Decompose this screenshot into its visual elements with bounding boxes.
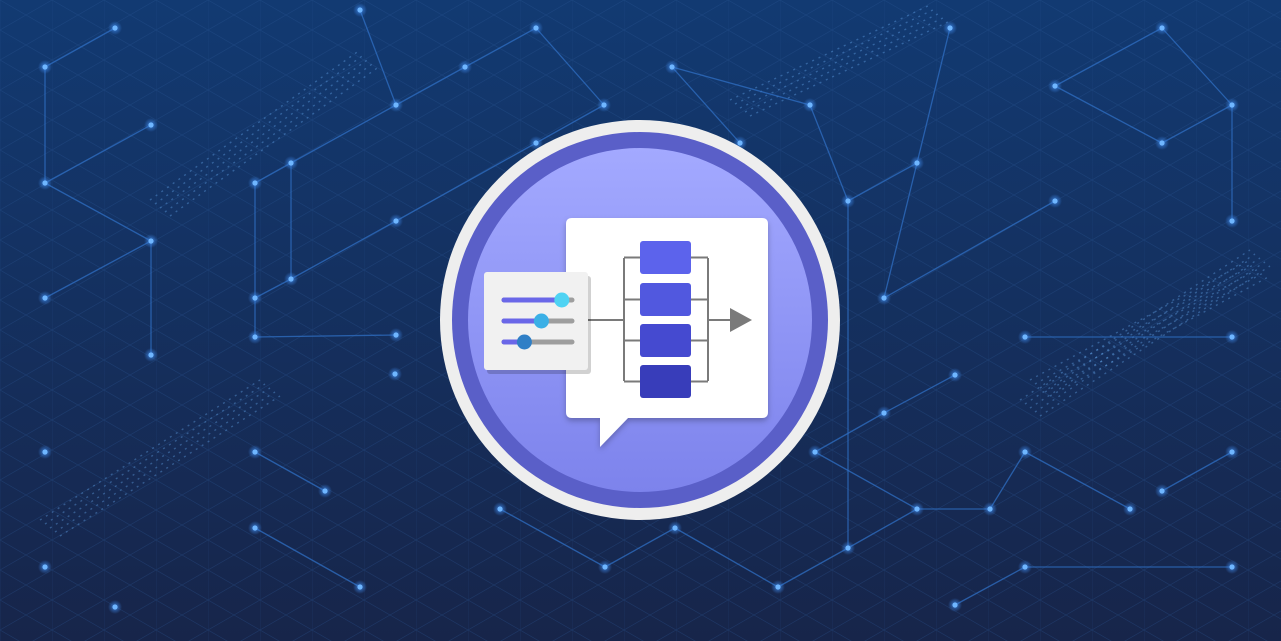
network-node [1225,98,1239,112]
pipeline-block [640,365,691,398]
network-node [38,560,52,574]
slider-knob [516,334,532,350]
network-node [910,156,924,170]
network-node [389,328,403,342]
network-node [841,194,855,208]
network-node [529,21,543,35]
network-lines [44,9,1233,606]
network-node [248,330,262,344]
network-node [1018,330,1032,344]
network-node [948,368,962,382]
network-node [1155,21,1169,35]
network-node [598,560,612,574]
network-node [1018,445,1032,459]
slider-knob [533,313,549,329]
network-node [144,118,158,132]
network-node [1048,79,1062,93]
network-node [1225,445,1239,459]
network-node [1225,330,1239,344]
network-node [38,176,52,190]
network-node [1225,560,1239,574]
network-node [353,580,367,594]
network-node [1155,136,1169,150]
network-node [665,60,679,74]
arrow-right-icon [730,308,752,332]
network-node [808,445,822,459]
network-node [38,60,52,74]
network-node [248,176,262,190]
network-node [1225,214,1239,228]
network-node [529,136,543,150]
pipeline-block [640,324,691,357]
network-node [877,406,891,420]
network-node [284,272,298,286]
network-node [877,291,891,305]
network-node [1018,560,1032,574]
network-node [248,445,262,459]
slider [501,334,575,350]
network-node [943,21,957,35]
network-node [1123,502,1137,516]
pipeline-block [640,283,691,316]
network-node [668,521,682,535]
network-node [983,502,997,516]
network-node [910,502,924,516]
network-node [948,598,962,612]
slider [501,292,575,308]
network-node [353,3,367,17]
network-node [108,21,122,35]
network-node [493,502,507,516]
network-node [389,214,403,228]
network-node [144,348,158,362]
slider-knob [554,292,570,308]
network-node [38,445,52,459]
network-node [597,98,611,112]
network-node [389,98,403,112]
network-node [144,234,158,248]
network-node [1048,194,1062,208]
network-node [38,291,52,305]
network-node [318,484,332,498]
network-node [1155,484,1169,498]
settings-sliders-icon [484,272,591,374]
network-node [388,367,402,381]
slider [501,313,575,329]
pipeline-stack-icon [588,241,752,398]
network-nodes [38,3,1239,614]
network-node [803,98,817,112]
network-node [248,291,262,305]
network-node [458,60,472,74]
network-node [108,600,122,614]
network-node [248,521,262,535]
network-node [841,541,855,555]
pipeline-block [640,241,691,274]
network-node [284,156,298,170]
network-node [771,580,785,594]
